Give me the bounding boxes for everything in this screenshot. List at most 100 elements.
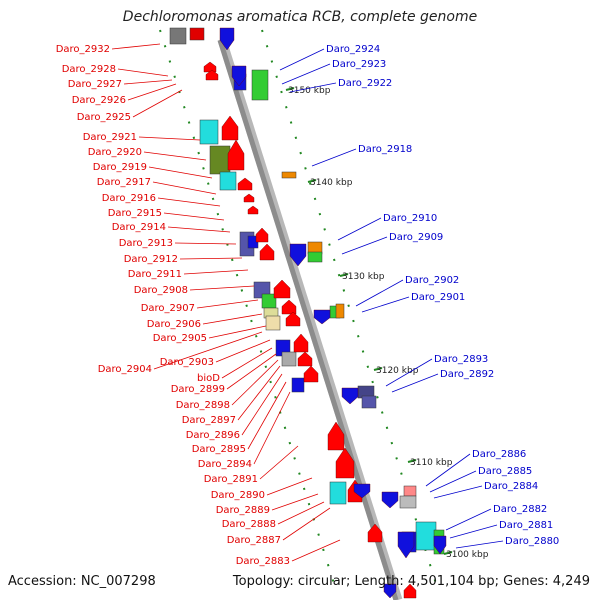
right-gene-label: Daro_2885 [478,466,532,477]
gene-arrow [293,333,309,353]
right-gene-leader [355,279,404,307]
gene-block [265,315,281,331]
right-gene-leader [425,453,471,487]
genome-summary-text: Topology: circular; Length: 4,501,104 bp… [232,574,590,589]
left-gene-leader [277,501,325,525]
left-gene-leader [183,269,249,275]
map-title: Dechloromonas aromatica RCB, complete ge… [122,9,478,25]
left-gene-label: Daro_2887 [227,535,281,546]
right-gene-leader [279,48,325,71]
gene-block [291,377,305,393]
gene-arrow [203,61,217,73]
left-gene-label: Daro_2912 [124,254,178,265]
left-gene-label: Daro_2906 [147,319,201,330]
scale-tick [339,273,349,277]
left-gene-leader [163,212,225,221]
right-tick-track [261,29,439,591]
left-gene-leader [152,181,217,195]
left-gene-leader [196,299,259,309]
gene-arrow [303,365,319,383]
left-gene-label: Daro_2926 [72,95,126,106]
right-gene-leader [311,148,357,167]
gene-arrow [273,279,291,299]
gene-arrow [231,65,247,87]
right-gene-label: Daro_2892 [440,369,494,380]
left-gene-leader [189,285,255,291]
gene-arrow [327,421,345,451]
gene-block [219,171,237,191]
left-gene-label: Daro_2888 [222,519,276,530]
left-gene-label: Daro_2911 [128,269,182,280]
right-gene-leader [385,358,433,387]
right-gene-leader [361,296,410,313]
accession-text: Accession: NC_007298 [8,574,156,589]
left-gene-leader [221,347,273,379]
gene-arrow [281,299,297,315]
right-gene-leader [433,485,483,499]
left-gene-leader [271,493,319,511]
right-gene-leader [341,236,388,255]
left-gene-label: Daro_2895 [192,444,246,455]
left-gene-leader [259,445,299,480]
left-gene-leader [157,197,221,207]
gene-arrow [237,177,253,191]
scale-label: 3100 kbp [446,550,489,560]
left-gene-label: Daro_2897 [182,415,236,426]
left-gene-leader [153,331,263,370]
scale-label: 3120 kbp [376,366,419,376]
left-gene-leader [291,539,341,562]
left-gene-leader [111,43,161,50]
left-gene-label: Daro_2920 [88,147,142,158]
gene-block [169,27,187,45]
left-gene-label: Daro_2908 [134,285,188,296]
left-gene-label: Daro_2921 [83,132,137,143]
right-gene-leader [281,63,331,85]
right-gene-leader [445,508,492,531]
right-gene-label: Daro_2901 [411,292,465,303]
gene-arrow [221,115,239,141]
gene-arrow [381,491,399,509]
gene-block [281,351,297,367]
right-gene-label: Daro_2910 [383,213,437,224]
left-gene-leader [253,391,291,465]
gene-arrow [403,583,417,599]
right-gene-leader [429,470,477,493]
left-gene-label: Daro_2889 [216,505,270,516]
gene-block [415,521,437,551]
right-gene-label: Daro_2922 [338,78,392,89]
gene-arrow [243,193,255,203]
left-gene-leader [215,339,271,363]
gene-arrow [297,351,313,367]
left-gene-label: Daro_2914 [112,222,166,233]
left-gene-leader [266,477,313,496]
gene-block [281,171,297,179]
scale-label: 3140 kbp [310,178,353,188]
right-gene-label: Daro_2882 [493,504,547,515]
gene-arrow [313,309,331,325]
right-gene-label: Daro_2893 [434,354,488,365]
right-gene-leader [391,373,439,393]
left-gene-leader [231,359,279,406]
scale-tick [443,551,453,555]
scale-tick [373,367,383,371]
left-gene-label: Daro_2905 [153,333,207,344]
left-gene-leader [241,373,283,436]
gene-arrow [397,531,415,559]
right-gene-leader [455,540,504,549]
gene-arrow [227,139,245,171]
left-gene-label: Daro_2903 [160,357,214,368]
left-gene-label: Daro_2891 [204,474,258,485]
left-gene-label: Daro_2928 [62,64,116,75]
gene-arrow [433,535,447,555]
left-gene-label: Daro_2925 [77,112,131,123]
left-gene-leader [138,136,201,141]
right-gene-label: Daro_2909 [389,232,443,243]
left-gene-leader [282,507,331,541]
left-gene-leader [132,89,183,118]
left-gene-label: bioD [197,373,220,384]
gene-arrow [341,387,359,405]
left-gene-label: Daro_2890 [211,490,265,501]
scale-label: 3150 kbp [288,86,331,96]
gene-block [199,119,219,145]
